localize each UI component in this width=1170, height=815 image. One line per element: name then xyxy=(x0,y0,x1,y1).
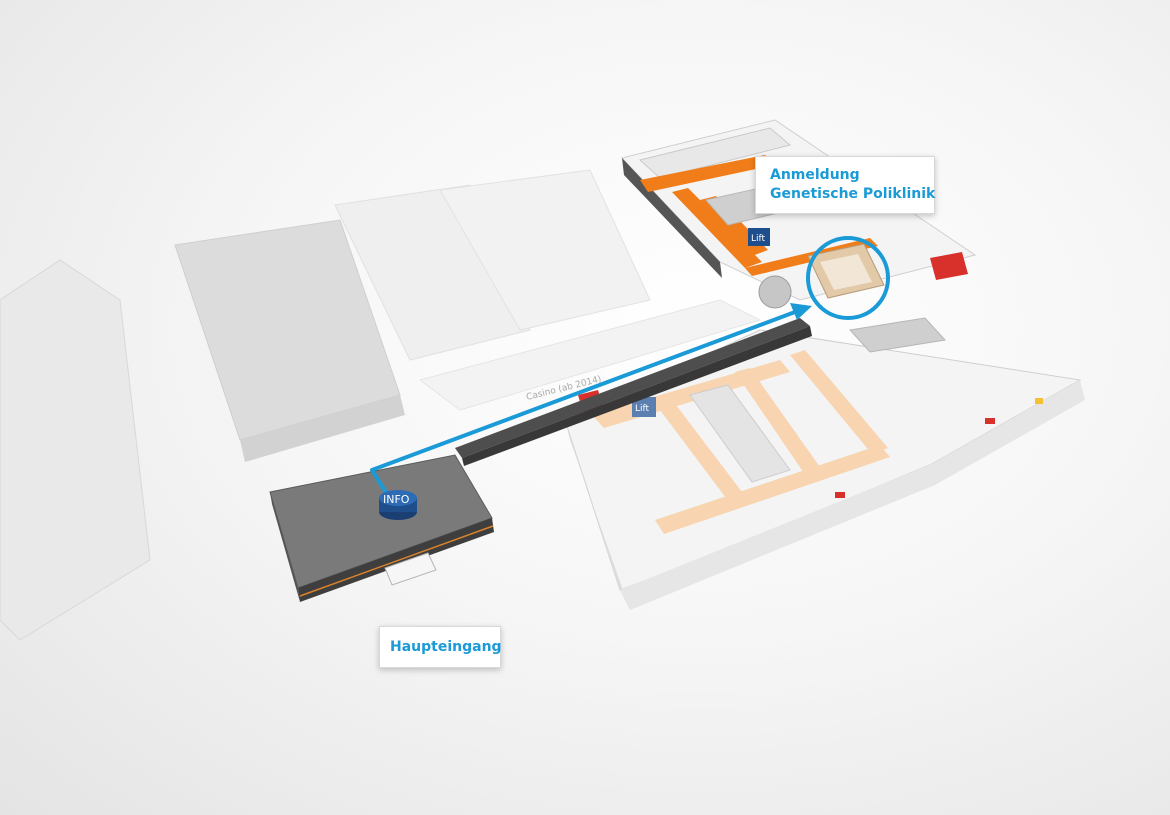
ward-corridor-a xyxy=(660,405,742,498)
ward-corridor-c xyxy=(790,350,888,454)
ghost-connector-strip xyxy=(418,299,762,411)
info-point-label: INFO xyxy=(383,493,410,506)
main-entrance-label: Haupteingang xyxy=(390,639,502,655)
ghost-block-far-left xyxy=(0,259,151,641)
entrance-canopy xyxy=(384,552,437,586)
ghost-block-left-side xyxy=(240,395,405,462)
entrance-hall-front xyxy=(298,518,494,602)
ward-corridor-south xyxy=(655,445,890,534)
connector-side xyxy=(462,326,812,466)
courtyard-west xyxy=(689,384,791,483)
stair-tower xyxy=(758,275,792,309)
courtyard-east xyxy=(849,317,946,353)
ward-corridor-b xyxy=(735,368,822,476)
destination-building: Lift xyxy=(621,119,977,309)
destination-callout-line2: Genetische Poliklinik xyxy=(770,186,936,202)
north-rooms-row xyxy=(638,127,792,179)
yellow-accent-1 xyxy=(1035,398,1043,404)
main-entrance-callout: Haupteingang xyxy=(379,626,502,668)
orange-corridor-a xyxy=(640,155,775,192)
main-building-front xyxy=(620,380,1085,610)
route-arrowhead-icon xyxy=(790,303,812,320)
lift-north-label: Lift xyxy=(751,234,766,244)
entrance-hall xyxy=(269,454,494,602)
main-building: Lift Casino (ab 2014) xyxy=(525,317,1085,610)
orange-corridor-b xyxy=(672,188,762,268)
connector-corridor xyxy=(455,318,812,466)
lift-south-badge xyxy=(632,397,656,417)
destination-callout-line1: Anmeldung xyxy=(770,167,860,183)
destination-room-light xyxy=(820,254,872,290)
red-stair-north xyxy=(930,252,968,280)
destination-callout: Anmeldung Genetische Poliklinik xyxy=(755,156,935,214)
info-point: INFO xyxy=(379,490,417,520)
lift-south-label: Lift xyxy=(635,404,650,414)
entrance-hall-trim xyxy=(299,525,494,597)
ghost-buildings xyxy=(0,169,762,641)
entrance-hall-left xyxy=(270,492,300,602)
ghost-block-right xyxy=(439,169,651,331)
info-point-icon xyxy=(379,490,417,506)
connector-roof xyxy=(455,318,810,458)
red-accent-1 xyxy=(835,492,845,498)
red-accent-2 xyxy=(985,418,995,424)
lift-north-badge xyxy=(748,228,770,246)
destination-circle-icon xyxy=(806,236,890,320)
